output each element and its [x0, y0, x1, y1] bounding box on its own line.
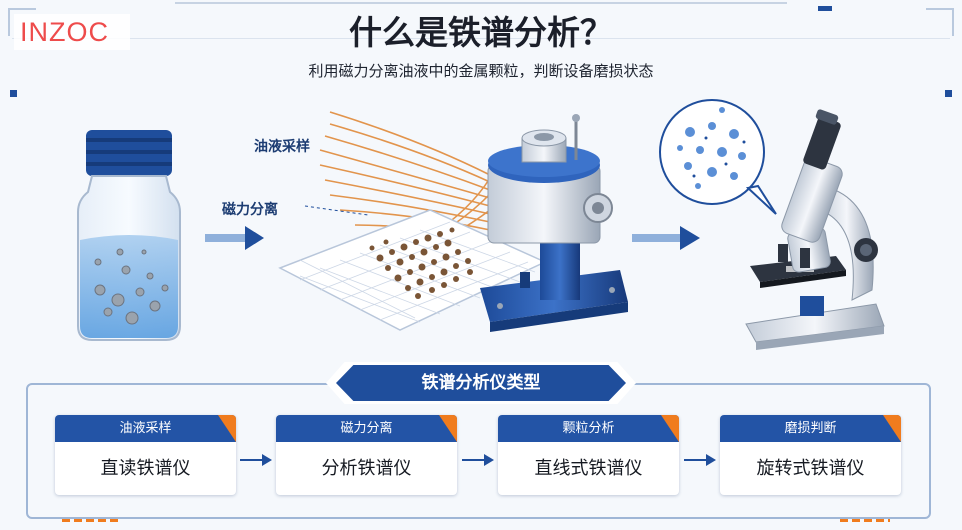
type-card-name: 分析铁谱仪 — [321, 458, 412, 479]
type-card-header: 磨损判断 — [720, 415, 901, 442]
arrow-right-icon — [240, 454, 272, 466]
type-card-header: 磁力分离 — [276, 415, 457, 442]
step-label-oil-sampling: 油液采样 — [254, 139, 310, 155]
arrow-right-icon — [462, 454, 494, 466]
types-section-banner: 铁谱分析仪类型 — [336, 365, 626, 401]
ferrograph-magnet-device-icon — [480, 114, 628, 332]
type-card-name: 旋转式铁谱仪 — [756, 458, 865, 479]
arrow-right-icon — [632, 226, 700, 250]
type-card-header: 颗粒分析 — [498, 415, 679, 442]
frame-line — [12, 38, 950, 39]
microscope-icon — [745, 109, 885, 350]
brand-logo: INZOC — [14, 14, 130, 50]
arrow-right-icon — [205, 226, 264, 250]
type-card: 颗粒分析 直线式铁谱仪 — [498, 415, 679, 495]
footer-decoration — [840, 519, 890, 522]
page-subtitle: 利用磁力分离油液中的金属颗粒，判断设备磨损状态 — [308, 62, 654, 80]
frame-accent — [945, 90, 952, 97]
arrow-right-icon — [684, 454, 716, 466]
process-illustration — [77, 99, 885, 350]
oil-sample-bottle-icon — [77, 130, 181, 341]
frame-line — [175, 2, 787, 4]
frame-accent — [818, 6, 832, 11]
frame-accent — [10, 90, 17, 97]
type-card-name: 直线式铁谱仪 — [534, 458, 643, 479]
type-card: 磨损判断 旋转式铁谱仪 — [720, 415, 901, 495]
type-card-header: 油液采样 — [55, 415, 236, 442]
frame-corner — [926, 8, 954, 36]
type-card: 磁力分离 分析铁谱仪 — [276, 415, 457, 495]
type-card-name: 直读铁谱仪 — [100, 458, 191, 479]
frame-corner — [8, 8, 36, 36]
type-card: 油液采样 直读铁谱仪 — [55, 415, 236, 495]
step-label-magnetic-separation: 磁力分离 — [222, 202, 278, 218]
particle-bubble-icon — [659, 99, 777, 215]
page-title: 什么是铁谱分析？ — [349, 13, 613, 52]
footer-decoration — [62, 519, 120, 522]
